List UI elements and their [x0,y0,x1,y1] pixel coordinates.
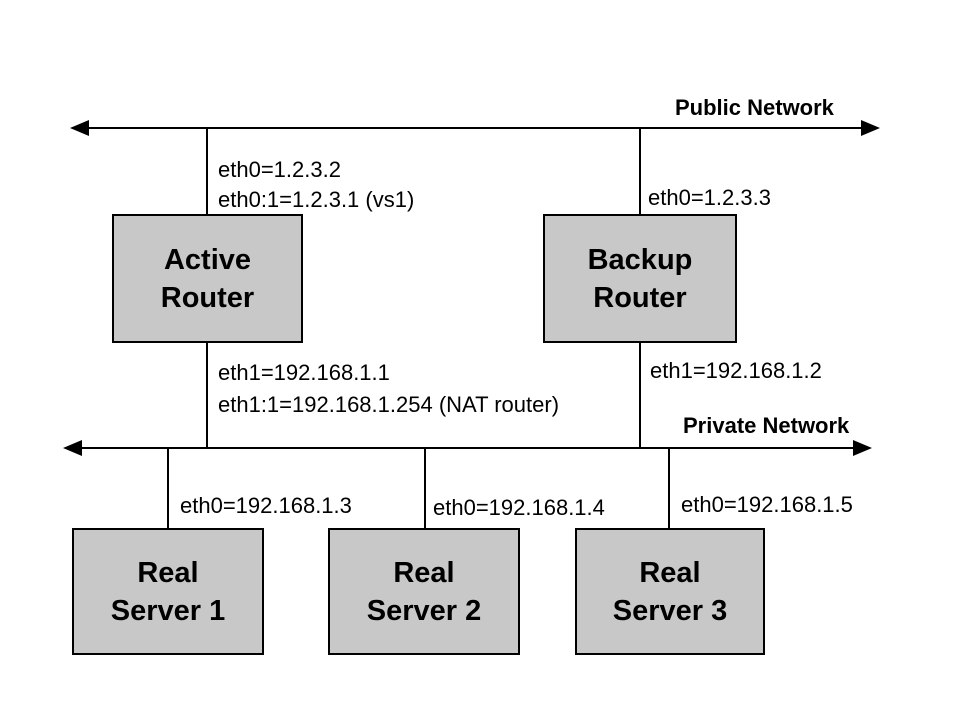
public-network-arrow-left-icon [70,120,89,136]
real-server-3-link [668,448,670,529]
real-server-3-eth0-label: eth0=192.168.1.5 [681,492,853,517]
active-router-eth1-label: eth1=192.168.1.1 [218,360,390,385]
active-router-eth0-alias-label: eth0:1=1.2.3.1 (vs1) [218,187,415,212]
private-network-label: Private Network [683,413,850,438]
active-router-public-link [206,128,208,215]
backup-router-eth1-label: eth1=192.168.1.2 [650,358,822,383]
backup-router-eth0-label: eth0=1.2.3.3 [648,185,771,210]
real-server-1-link [167,448,169,529]
active-router-eth0-label: eth0=1.2.3.2 [218,157,341,182]
real-server-2-link [424,448,426,529]
backup-router-node-label: Backup Router [587,243,693,314]
private-network-arrow-right-icon [853,440,872,456]
private-network-arrow-left-icon [63,440,82,456]
backup-router-node: Backup Router [543,214,737,343]
real-server-2-node-label: Real Server 2 [366,556,482,627]
real-server-1-node-label: Real Server 1 [110,556,226,627]
real-server-1-eth0-label: eth0=192.168.1.3 [180,493,352,518]
backup-router-public-link [639,128,641,215]
real-server-1-node: Real Server 1 [72,528,264,655]
active-router-private-link [206,342,208,448]
active-router-node-label: Active Router [160,243,255,314]
real-server-3-node: Real Server 3 [575,528,765,655]
public-network-label: Public Network [675,95,834,120]
active-router-eth1-alias-label: eth1:1=192.168.1.254 (NAT router) [218,392,560,417]
real-server-2-eth0-label: eth0=192.168.1.4 [433,495,605,520]
public-network-arrow-right-icon [861,120,880,136]
public-network-line [85,127,863,129]
real-server-2-node: Real Server 2 [328,528,520,655]
active-router-node: Active Router [112,214,303,343]
backup-router-private-link [639,342,641,448]
real-server-3-node-label: Real Server 3 [612,556,728,627]
private-network-line [78,447,858,449]
